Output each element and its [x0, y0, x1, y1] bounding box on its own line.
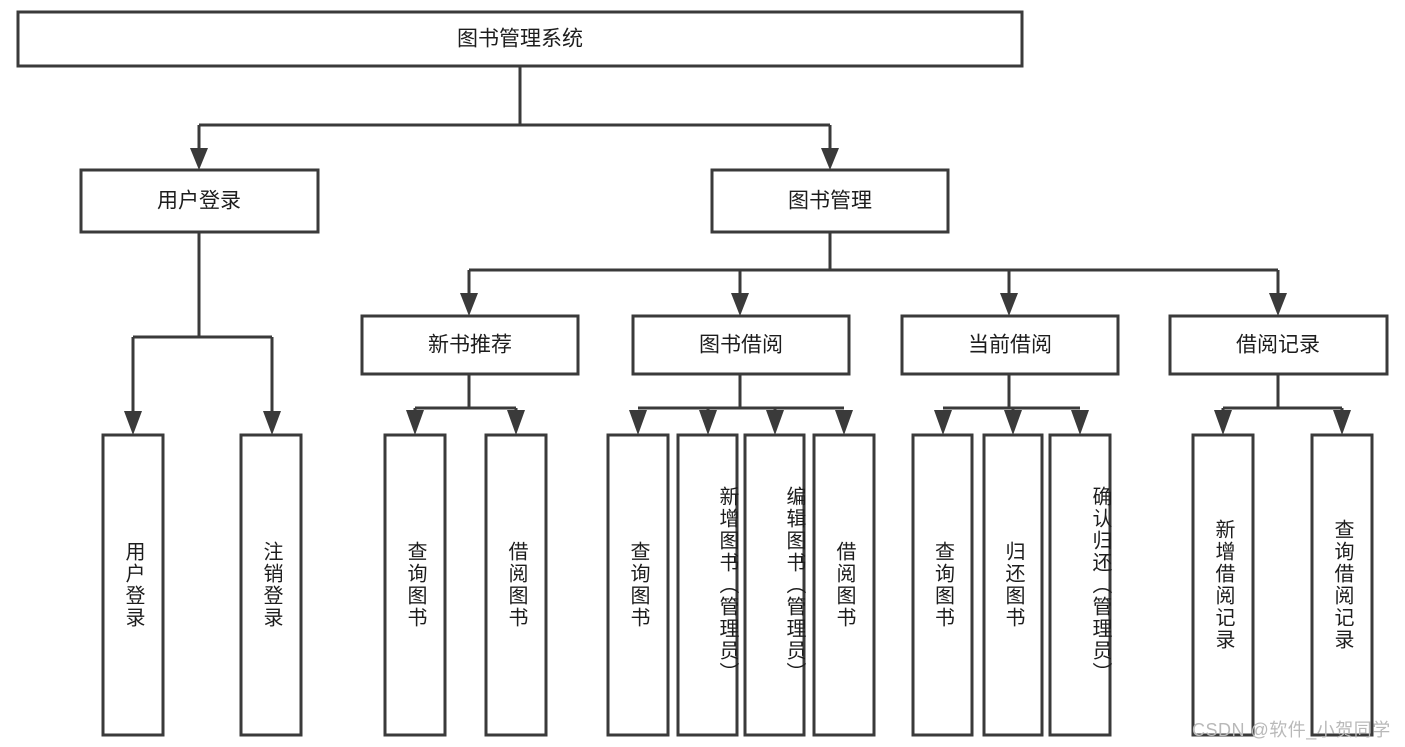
arrow-head-icon	[263, 411, 281, 435]
node-borrow-record-label: 借阅记录	[1236, 334, 1320, 357]
arrow-head-icon	[1000, 293, 1018, 316]
arrow-head-icon	[1071, 410, 1089, 435]
node-new-book-recommend-label: 新书推荐	[428, 334, 512, 357]
node-leaf-edit-book-box[interactable]	[743, 433, 806, 737]
node-leaf-confirm-return-box[interactable]	[1048, 433, 1112, 737]
node-leaf-add-book-box[interactable]	[676, 433, 739, 737]
arrow-head-icon	[1333, 410, 1351, 435]
node-root-label: 图书管理系统	[457, 28, 583, 51]
arrow-head-icon	[1214, 410, 1232, 435]
node-leaf-query-book-1-box[interactable]	[383, 433, 447, 737]
node-user-login[interactable]: 用户登录	[79, 168, 320, 234]
node-leaf-return-book-box[interactable]	[982, 433, 1044, 737]
node-leaf-borrow-book-2-box[interactable]	[812, 433, 876, 737]
arrow-head-icon	[934, 410, 952, 435]
node-leaf-logout-box[interactable]	[239, 433, 303, 737]
node-new-book-recommend-box[interactable]	[360, 314, 580, 376]
node-new-book-recommend[interactable]: 新书推荐	[360, 314, 580, 376]
connector-group-user-login	[124, 232, 281, 435]
node-book-management[interactable]: 图书管理	[710, 168, 950, 234]
arrow-head-icon	[406, 410, 424, 435]
node-user-login-box[interactable]	[79, 168, 320, 234]
node-leaf-query-book-2-box[interactable]	[606, 433, 670, 737]
node-current-borrow-box[interactable]	[900, 314, 1120, 376]
node-borrow-record-box[interactable]	[1168, 314, 1389, 376]
node-leaf-add-borrow-record-box[interactable]	[1191, 433, 1255, 737]
arrow-head-icon	[1269, 293, 1287, 316]
arrow-head-icon	[190, 148, 208, 170]
node-book-borrow[interactable]: 图书借阅	[631, 314, 851, 376]
arrow-head-icon	[699, 410, 717, 435]
connector-group-new-book-recommend	[406, 374, 525, 435]
arrow-head-icon	[507, 410, 525, 435]
arrow-head-icon	[766, 410, 784, 435]
node-book-borrow-box[interactable]	[631, 314, 851, 376]
arrow-head-icon	[821, 148, 839, 170]
connector-group-borrow-record	[1214, 374, 1351, 435]
connector-group-book-management	[460, 232, 1287, 316]
arrow-head-icon	[460, 293, 478, 316]
node-book-management-box[interactable]	[710, 168, 950, 234]
arrow-head-icon	[629, 410, 647, 435]
node-current-borrow[interactable]: 当前借阅	[900, 314, 1120, 376]
node-current-borrow-label: 当前借阅	[968, 334, 1052, 357]
node-leaf-query-book-3-box[interactable]	[911, 433, 974, 737]
node-leaf-query-borrow-record-box[interactable]	[1310, 433, 1374, 737]
node-borrow-record[interactable]: 借阅记录	[1168, 314, 1389, 376]
node-root[interactable]: 图书管理系统	[16, 10, 1024, 68]
connector-group-current-borrow	[934, 374, 1089, 435]
watermark-text: CSDN @软件_小贺同学	[1192, 720, 1391, 740]
connector-group-root	[190, 66, 839, 170]
arrow-head-icon	[835, 410, 853, 435]
node-book-management-label: 图书管理	[788, 190, 872, 213]
arrow-head-icon	[124, 411, 142, 435]
node-user-login-label: 用户登录	[157, 190, 241, 213]
arrow-head-icon	[731, 293, 749, 316]
node-book-borrow-label: 图书借阅	[699, 334, 783, 357]
node-leaf-user-login-box[interactable]	[101, 433, 165, 737]
node-root-box[interactable]	[16, 10, 1024, 68]
arrow-head-icon	[1004, 410, 1022, 435]
connector-group-book-borrow	[629, 374, 853, 435]
node-leaf-borrow-book-1-box[interactable]	[484, 433, 548, 737]
